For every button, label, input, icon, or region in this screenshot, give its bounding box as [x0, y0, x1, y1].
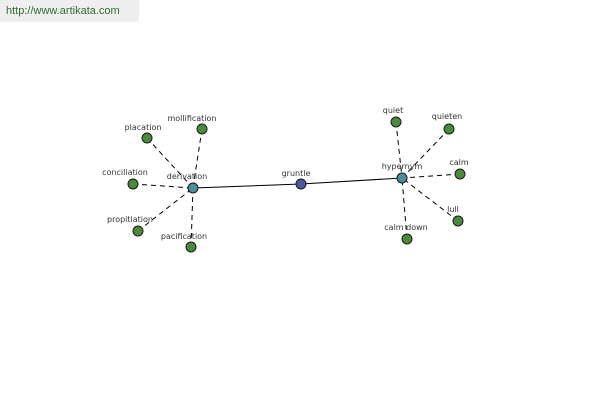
edge-pacification-derivation [190, 187, 194, 248]
site-banner: http://www.artikata.com [0, 0, 139, 22]
label-derivation[interactable]: derivation [167, 172, 207, 181]
node-calm[interactable] [454, 168, 466, 180]
label-placation[interactable]: placation [125, 123, 162, 132]
label-propitiation[interactable]: propitiation [107, 215, 153, 224]
node-pacification[interactable] [185, 241, 197, 253]
label-calm-down[interactable]: calm down [384, 223, 427, 232]
node-gruntle[interactable] [295, 178, 307, 190]
edge-derivation-gruntle [192, 183, 302, 189]
label-lull[interactable]: lull [447, 205, 459, 214]
node-quieten[interactable] [443, 123, 455, 135]
node-quiet[interactable] [390, 116, 402, 128]
nodes-layer [127, 116, 466, 253]
edge-quieten-hypernym [401, 128, 450, 179]
edge-calm-hypernym [401, 173, 461, 179]
label-hypernym[interactable]: hypernym [382, 162, 423, 171]
label-pacification[interactable]: pacification [161, 232, 207, 241]
edge-hypernym-gruntle [300, 177, 403, 185]
labels-layer: placation mollification conciliation propit… [102, 106, 469, 241]
node-hypernym[interactable] [396, 172, 408, 184]
label-mollification[interactable]: mollification [167, 114, 216, 123]
node-calm-down[interactable] [401, 233, 413, 245]
edge-propitiation-derivation [137, 187, 194, 232]
label-quieten[interactable]: quieten [432, 112, 462, 121]
node-derivation[interactable] [187, 182, 199, 194]
node-lull[interactable] [452, 215, 464, 227]
node-mollification[interactable] [196, 123, 208, 135]
edge-calm-down-hypernym [401, 177, 408, 240]
label-gruntle[interactable]: gruntle [282, 169, 311, 178]
label-quiet[interactable]: quiet [383, 106, 403, 115]
label-conciliation[interactable]: conciliation [102, 168, 148, 177]
label-calm[interactable]: calm [449, 158, 469, 167]
edge-mollification-derivation [192, 128, 203, 189]
edge-placation-derivation [146, 137, 194, 189]
edge-quiet-hypernym [395, 121, 403, 179]
node-conciliation[interactable] [127, 178, 139, 190]
edges-layer [132, 121, 461, 248]
node-placation[interactable] [141, 132, 153, 144]
site-url-link[interactable]: http://www.artikata.com [6, 5, 120, 17]
edge-conciliation-derivation [132, 183, 194, 189]
edge-lull-hypernym [401, 177, 459, 222]
node-propitiation[interactable] [132, 225, 144, 237]
